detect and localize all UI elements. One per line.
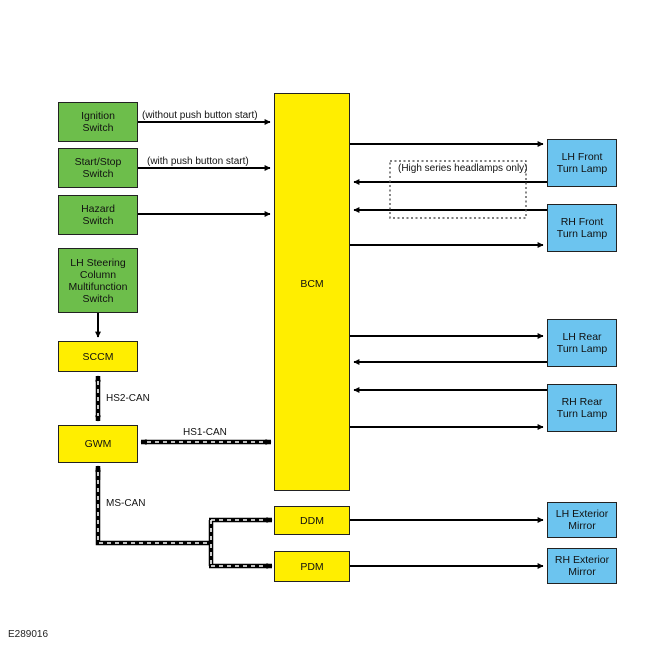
lh-rear-turn-lamp-box: LH Rear Turn Lamp bbox=[547, 319, 617, 367]
pdm-box: PDM bbox=[274, 551, 350, 582]
bcm-box: BCM bbox=[274, 93, 350, 491]
ddm-box: DDM bbox=[274, 506, 350, 535]
high-series-label: (High series headlamps only) bbox=[398, 163, 528, 174]
lh-front-turn-lamp-box: LH Front Turn Lamp bbox=[547, 139, 617, 187]
rh-exterior-mirror-box: RH Exterior Mirror bbox=[547, 548, 617, 584]
rh-front-turn-lamp-box: RH Front Turn Lamp bbox=[547, 204, 617, 252]
sccm-box: SCCM bbox=[58, 341, 138, 372]
lh-exterior-mirror-box: LH Exterior Mirror bbox=[547, 502, 617, 538]
high-series-box bbox=[389, 160, 527, 219]
start-stop-switch-box: Start/Stop Switch bbox=[58, 148, 138, 188]
hazard-switch-box: Hazard Switch bbox=[58, 195, 138, 235]
ignition-switch-box: Ignition Switch bbox=[58, 102, 138, 142]
ms-can-trunk-inner bbox=[97, 472, 212, 566]
gwm-box: GWM bbox=[58, 425, 138, 463]
rh-rear-turn-lamp-box: RH Rear Turn Lamp bbox=[547, 384, 617, 432]
hs1-can-label: HS1-CAN bbox=[183, 427, 227, 438]
ms-can-label: MS-CAN bbox=[106, 498, 146, 509]
ms-can-trunk-outer bbox=[95, 468, 214, 566]
hs2-can-label: HS2-CAN bbox=[106, 393, 150, 404]
without-push-button-label: (without push button start) bbox=[142, 110, 258, 121]
figure-reference-code: E289016 bbox=[8, 629, 49, 640]
lh-steering-switch-box: LH Steering Column Multifunction Switch bbox=[58, 248, 138, 313]
with-push-button-label: (with push button start) bbox=[147, 156, 249, 167]
